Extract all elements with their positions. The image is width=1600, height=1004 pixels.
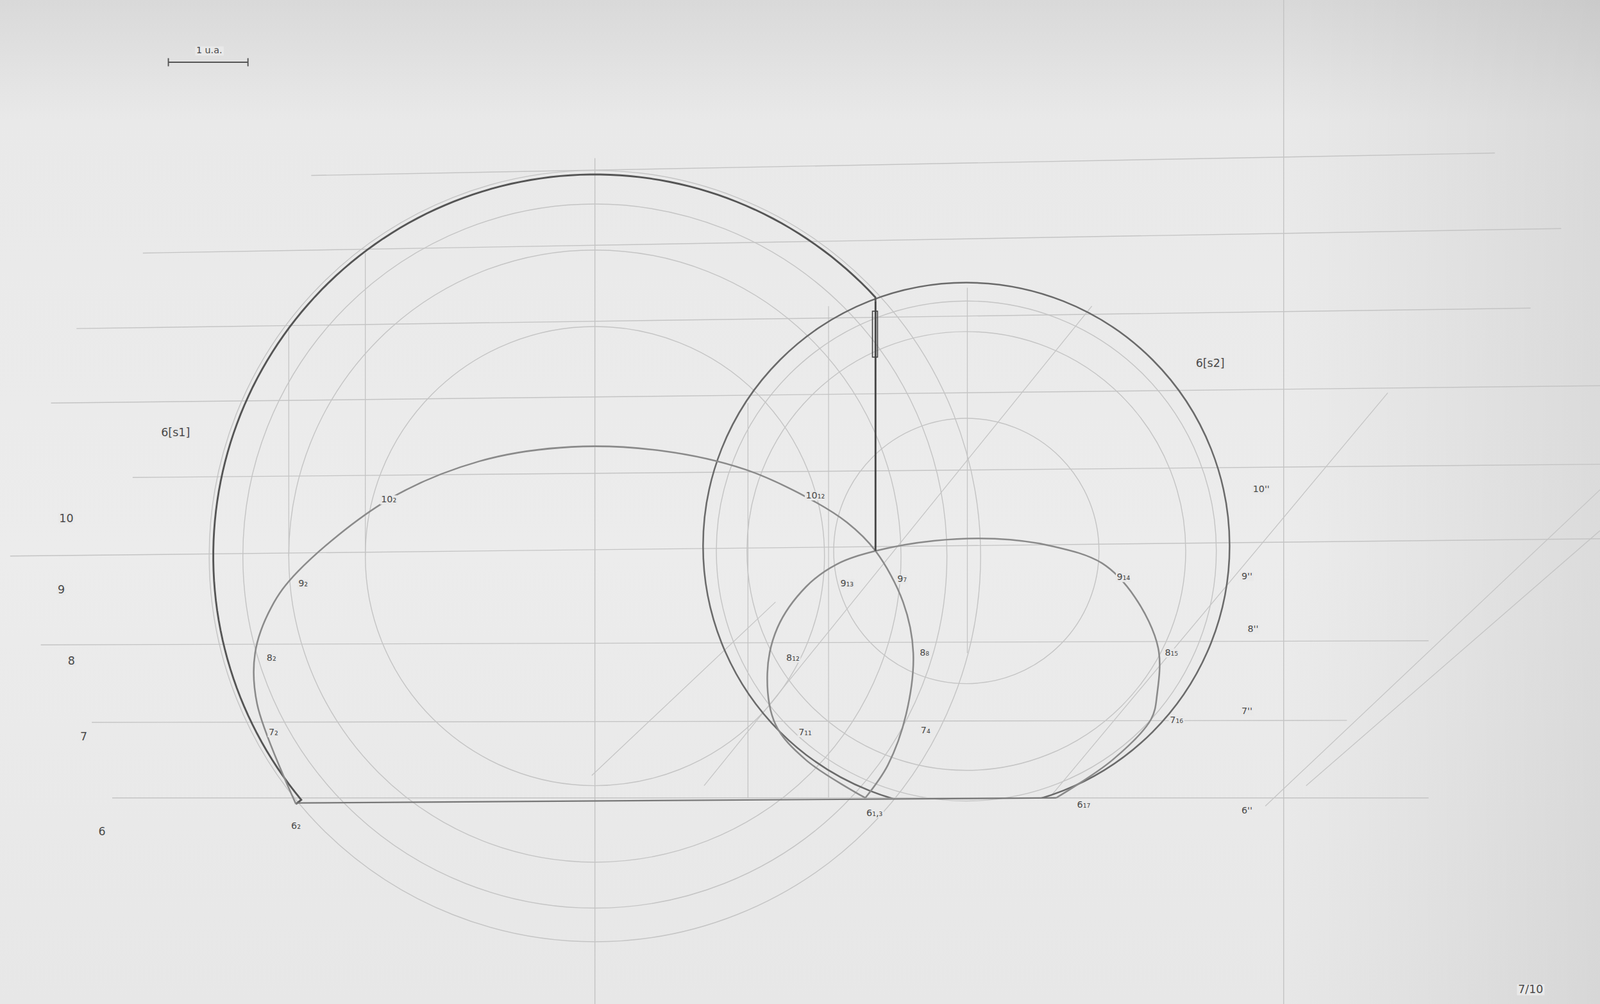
point-label: 8 [66,655,76,667]
construction-line [91,720,1347,723]
intersection-curve [766,538,1160,798]
point-label: 6₁₇ [1076,800,1092,810]
point-label: 6'' [1240,806,1254,816]
point-label: 6₁,₃ [865,808,884,817]
scale-bar [168,58,170,67]
point-label: 7 [78,731,88,742]
point-label: 10₁₂ [804,491,826,501]
sphere-contour [209,170,981,942]
point-label: 9'' [1240,571,1254,581]
point-label: 8₈ [918,648,931,658]
point-label: 6₂ [289,821,302,831]
point-label: 8₁₂ [784,653,801,663]
point-label: 9₁₄ [1115,572,1132,582]
point-label: 6 [97,825,107,837]
sphere-contour [288,250,902,862]
construction-line [311,153,1495,176]
point-label: 7₄ [919,725,932,735]
point-label: 9₇ [896,574,909,584]
intersection-curve [253,446,914,805]
construction-line [143,228,1562,253]
point-label: 8'' [1246,624,1260,634]
point-label: 8₁₅ [1163,648,1180,658]
sphere-contour [365,326,825,786]
point-label: 10₂ [380,495,398,505]
scale-label: 1 u.a. [194,46,224,56]
axis-line [594,158,596,1004]
sphere-contour [716,300,1217,801]
point-label: 9₁₃ [839,579,855,589]
point-label: 7'' [1240,706,1254,716]
scale-bar [168,61,249,63]
construction-line [10,538,1600,556]
ground-line [295,797,1056,803]
diagonal-line [1051,392,1388,796]
sphere-outline [213,174,876,804]
point-label: 8₂ [265,653,278,663]
point-label: 9₂ [297,579,310,589]
projection-line [874,300,877,551]
point-label: 7₁₆ [1169,715,1185,725]
point-label: 9 [56,584,66,596]
construction-line [967,287,968,653]
diagonal-line [591,601,776,775]
construction-line [747,402,749,798]
sphere-outline [702,282,1230,798]
construction-line [1283,0,1284,1004]
construction-line [76,307,1531,329]
diagonal-line [1265,489,1600,806]
sphere-contour [747,331,1186,771]
construction-line [288,328,290,556]
sphere-label: 6[s1] [160,427,192,438]
point-label: 7₂ [267,727,279,737]
point-label: 7₁₁ [797,727,814,737]
construction-line [112,797,1429,798]
construction-line [51,385,1600,403]
marker [872,311,878,358]
point-label: 10 [58,512,75,524]
point-label: 10'' [1251,484,1271,494]
sphere-label: 6[s2] [1194,357,1226,369]
construction-line [364,252,366,556]
scale-bar [247,58,249,67]
point-label: 7/10 [1517,983,1545,995]
diagonal-line [1306,530,1600,786]
construction-line [132,464,1600,478]
